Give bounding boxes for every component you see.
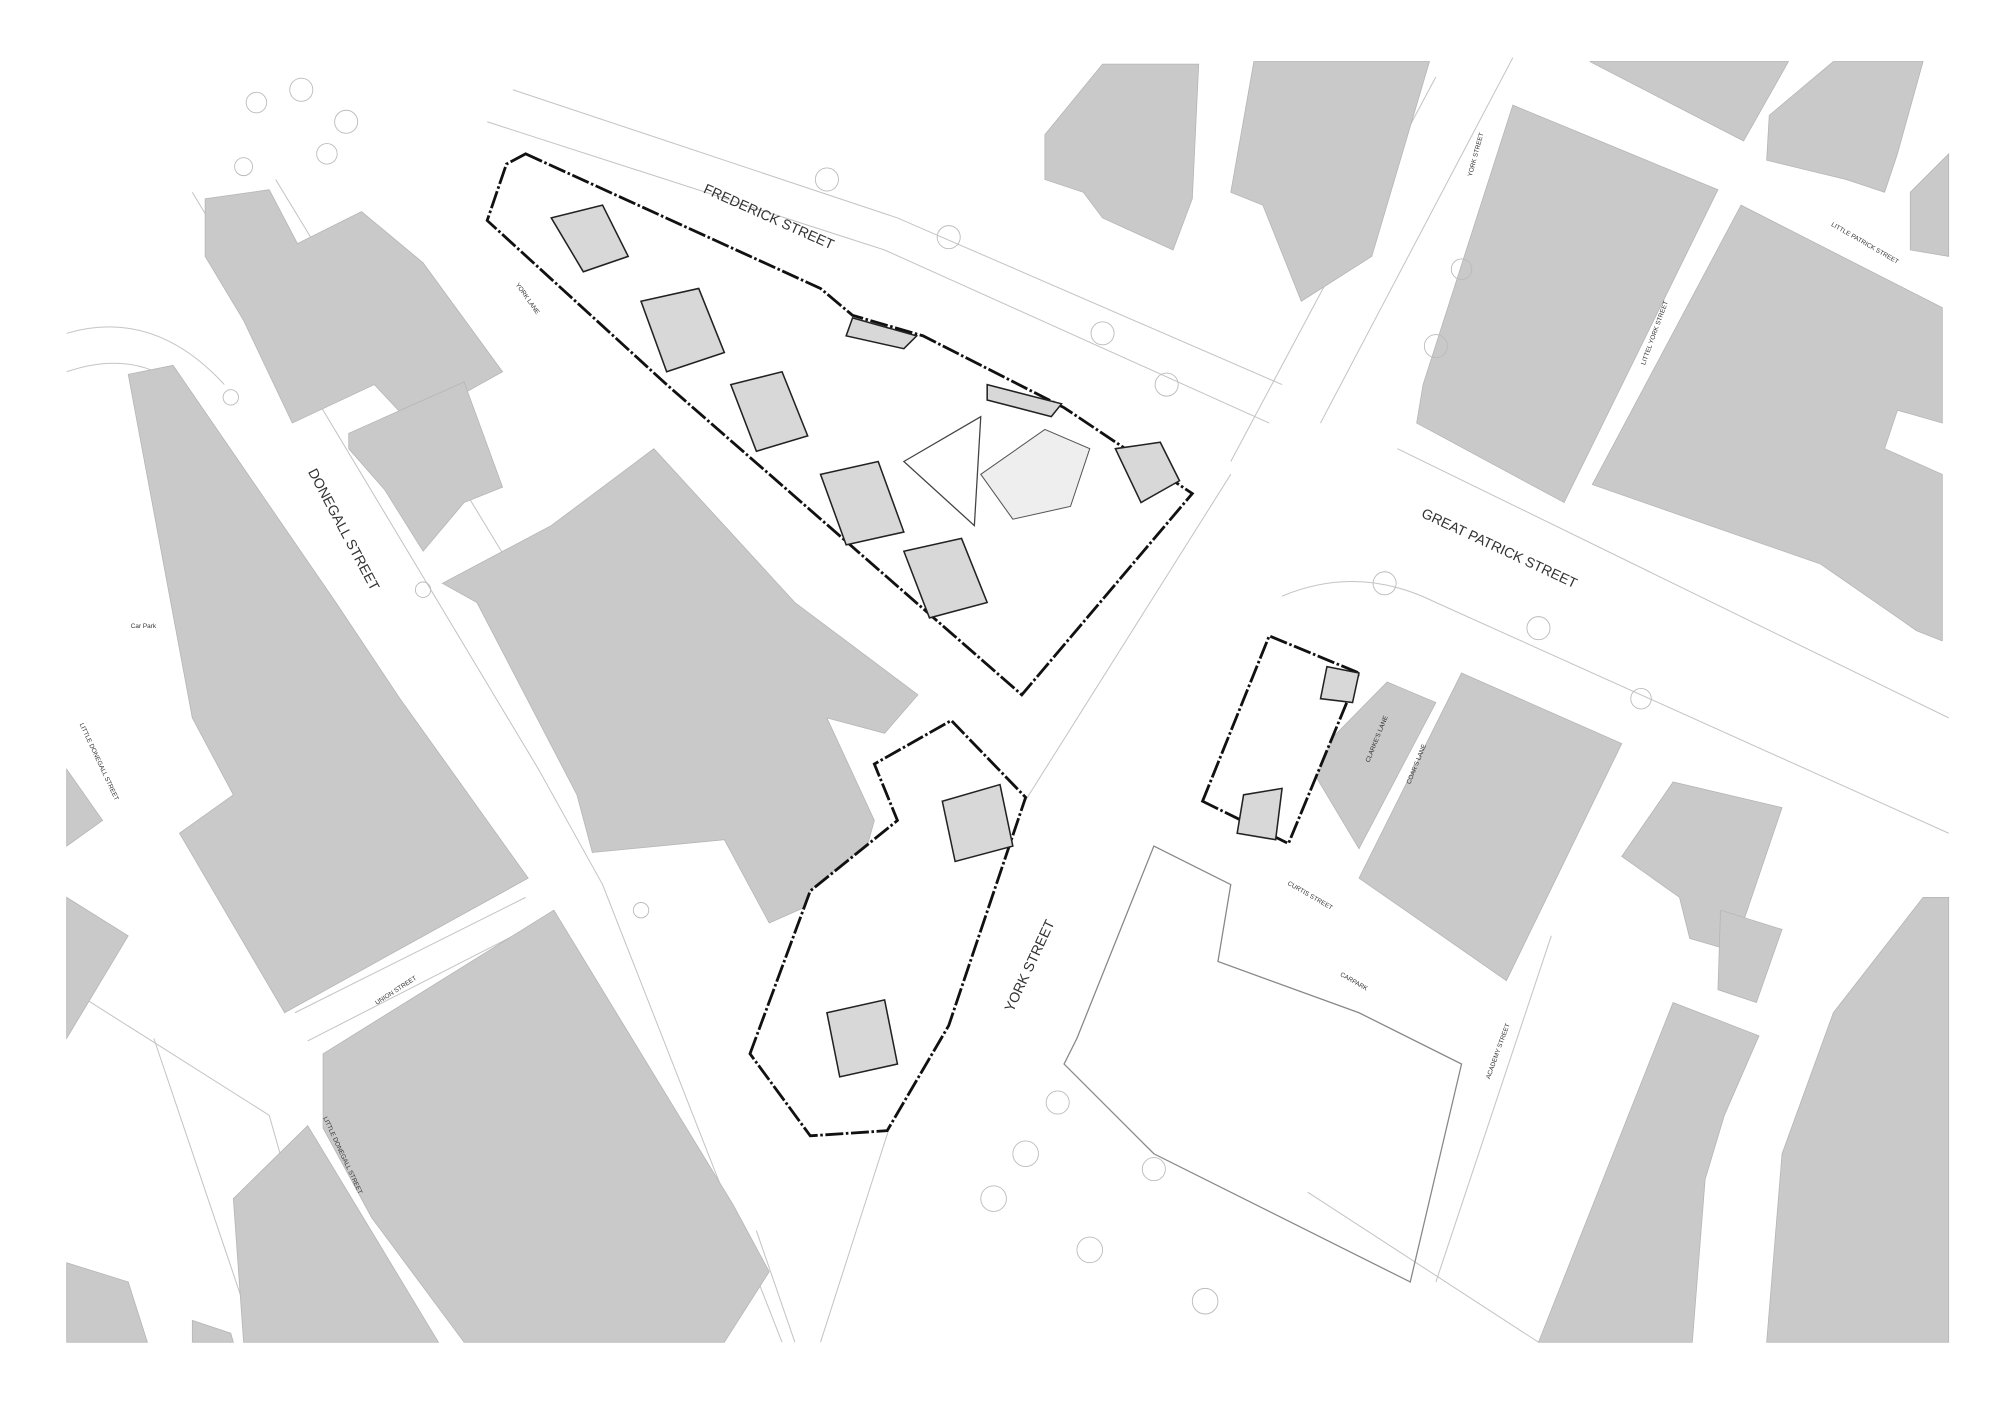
trees bbox=[222, 77, 1652, 1315]
proposed-buildings bbox=[485, 152, 1463, 1283]
label-car-park: Car Park bbox=[131, 623, 157, 630]
existing-buildings bbox=[66, 61, 1950, 1343]
proposed-building-north bbox=[485, 152, 1195, 697]
